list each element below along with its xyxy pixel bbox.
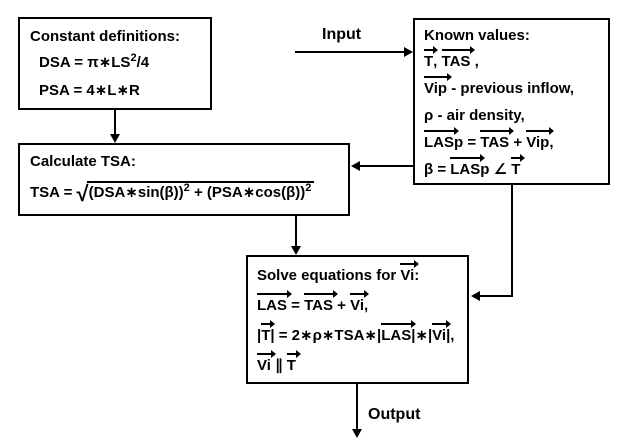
known-rho-line: ρ - air density, — [424, 107, 525, 124]
formula-tsa: TSA = √(DSA∗sin(β))2 + (PSA∗cos(β))2 — [30, 175, 338, 211]
box-known-values: Known values: T, TAS , Vip - previous in… — [413, 18, 610, 185]
vector-arrow-term: T — [261, 320, 276, 344]
box-solve-equations: Solve equations for Vi: LAS = TAS + Vi, … — [246, 255, 469, 384]
input-arrowhead-icon — [404, 47, 413, 57]
constant-definitions-title: Constant definitions: — [30, 28, 180, 45]
vector-arrow-term: Vi — [432, 320, 451, 344]
known-to-solve-arrow-vline — [511, 185, 513, 297]
calculate-to-solve-arrowhead-icon — [291, 246, 301, 255]
solve-to-output-arrowhead-icon — [352, 429, 362, 438]
calculate-to-solve-arrow-line — [295, 216, 297, 247]
known-vectors-line: T, TAS , — [424, 46, 479, 70]
vector-arrow-term: T — [511, 154, 526, 178]
radical-sign: √ — [76, 181, 89, 206]
vector-arrow-term: T — [286, 350, 302, 374]
known-values-title: Known values: — [424, 27, 530, 44]
known-to-calculate-arrowhead-icon — [351, 161, 360, 171]
input-arrow-line — [295, 51, 405, 53]
vector-arrow-term: LAS — [381, 320, 417, 344]
formula-dsa: DSA = π∗LS2/4 — [39, 52, 150, 72]
vector-arrow-term: Vip — [526, 127, 555, 151]
solve-equations-title: Solve equations for Vi: — [257, 260, 420, 284]
vector-arrow-term: Vi — [400, 260, 420, 284]
input-label: Input — [322, 26, 362, 43]
formula-psa: PSA = 4∗L∗R — [39, 82, 140, 99]
vector-arrow-term: LAS — [257, 290, 292, 314]
box-constant-definitions: Constant definitions: DSA = π∗LS2/4 PSA … — [18, 17, 212, 110]
vector-arrow-term: Vip — [424, 73, 453, 97]
vector-arrow-term: TAS — [304, 290, 338, 314]
constants-to-calculate-arrowhead-icon — [110, 134, 120, 143]
constants-to-calculate-arrow-line — [114, 110, 116, 136]
known-to-solve-arrow-hline — [479, 295, 513, 297]
output-label: Output — [368, 406, 421, 423]
formula-thrust: |T| = 2∗ρ∗TSA∗|LAS|∗|Vi|, — [257, 320, 455, 344]
solve-to-output-arrow-line — [356, 384, 358, 430]
known-to-calculate-arrow-line — [359, 165, 413, 167]
calculate-tsa-title: Calculate TSA: — [30, 153, 136, 170]
known-vip-line: Vip - previous inflow, — [424, 73, 575, 97]
vector-arrow-term: TAS — [480, 127, 515, 151]
vector-arrow-term: Vi — [350, 290, 369, 314]
radicand: (DSA∗sin(β))2 + (PSA∗cos(β))2 — [86, 181, 315, 202]
known-to-solve-arrowhead-icon — [471, 291, 480, 301]
box-calculate-tsa: Calculate TSA: TSA = √(DSA∗sin(β))2 + (P… — [18, 143, 350, 216]
known-lasp-line: LASp = TAS + Vip, — [424, 127, 555, 151]
vector-arrow-term: LAS — [424, 127, 459, 151]
vector-arrow-term: Vi — [257, 350, 276, 374]
formula-las: LAS = TAS + Vi, — [257, 290, 369, 314]
formula-parallel: Vi ∥ T — [257, 350, 302, 374]
vector-arrow-term: LAS — [450, 154, 486, 178]
vector-arrow-term: T — [424, 46, 439, 70]
vector-arrow-term: TAS — [441, 46, 476, 70]
known-beta-line: β = LASp ∠ T — [424, 154, 526, 178]
